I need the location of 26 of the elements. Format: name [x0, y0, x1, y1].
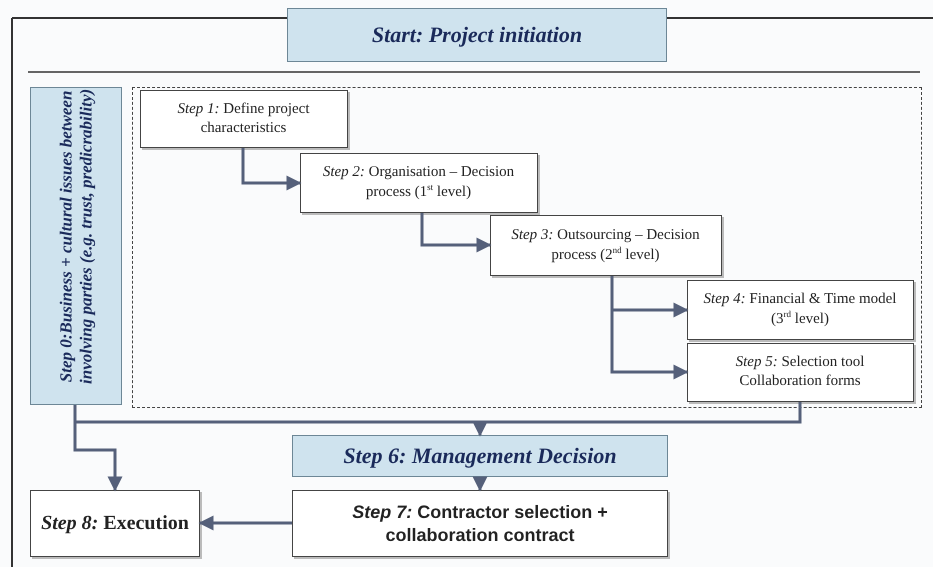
node-text: Step 8: Execution — [41, 511, 189, 536]
decision-box — [292, 435, 668, 477]
process-box — [490, 214, 722, 276]
node-text: Step 3: Outsourcing – Decision process (2$^{nd}$ level) — [510, 226, 701, 264]
node-text: Step 4: Financial & Time model (3$^{rd}$ level) — [702, 290, 898, 329]
node-text: Step 2: Organisation – Decision process (1$^{st}$ level) — [322, 163, 516, 202]
arrow — [242, 148, 302, 190]
start-box — [287, 8, 667, 62]
process-box — [686, 280, 914, 340]
arrow — [198, 516, 292, 530]
node-text: Step 5: Selection tool Collaboration forms — [734, 353, 866, 391]
arrow — [610, 276, 688, 380]
process-box — [140, 90, 348, 148]
node-text: Step 6: Management Decision — [343, 443, 617, 469]
node-text: Step 1: Define project characteristics — [176, 100, 311, 138]
process-box — [30, 490, 200, 557]
side-band — [30, 87, 122, 405]
node-text: Start: Project initiation — [372, 22, 582, 48]
node-text: Step 0:Business + cultural issues between involving parties (e.g. trust, predicrability) — [56, 88, 97, 386]
process-box — [686, 342, 914, 402]
arrow — [420, 213, 492, 252]
process-box — [292, 490, 668, 557]
node-text: Step 7: Contractor selection + collaboration contract — [351, 501, 609, 546]
process-box — [300, 152, 538, 212]
dashed-group — [132, 87, 922, 408]
arrow — [472, 476, 488, 492]
